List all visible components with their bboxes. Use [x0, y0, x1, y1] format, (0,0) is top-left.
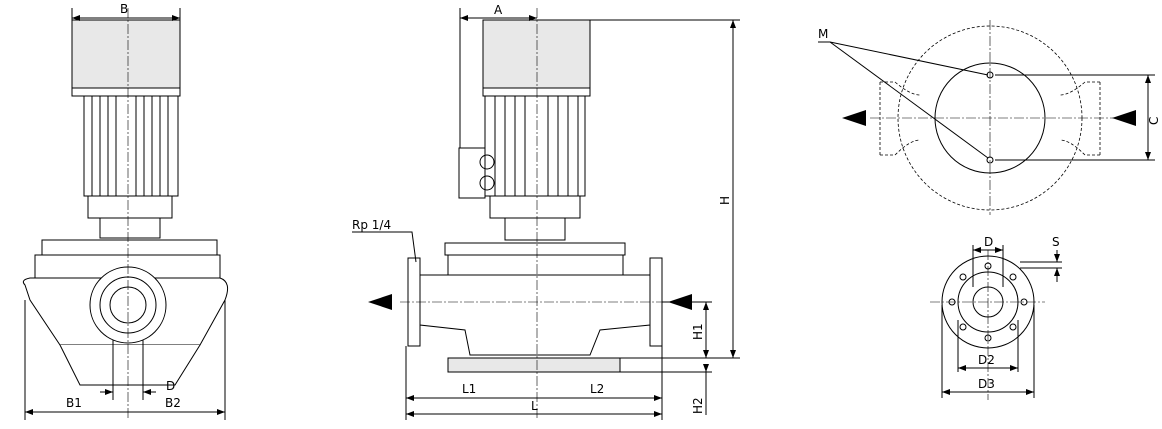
side-view: B B1 B2 D — [22, 2, 229, 420]
dim-label-A: A — [494, 3, 503, 17]
flow-in-arrow-icon-top — [1112, 110, 1136, 126]
dim-label-C: C — [1147, 117, 1161, 125]
dim-label-H: H — [718, 196, 732, 205]
flange-view: D S D2 D3 — [930, 235, 1062, 400]
dim-label-H1: H1 — [691, 323, 705, 340]
label-Rp-1-4: Rp 1/4 — [352, 218, 391, 232]
flow-out-arrow-icon — [368, 294, 392, 310]
motor-body — [83, 95, 179, 197]
dim-label-D-side: D — [166, 379, 175, 393]
base-plate — [447, 357, 621, 373]
dim-label-L: L — [531, 399, 538, 413]
dim-label-D3: D3 — [978, 377, 995, 391]
motor-fan-cover — [71, 19, 181, 91]
dim-label-L1: L1 — [462, 382, 476, 396]
front-view: Rp 1/4 A H H1 H2 L1 L2 L — [352, 3, 740, 420]
flow-out-arrow-icon-top — [842, 110, 866, 126]
terminal-box — [458, 147, 486, 199]
dim-label-L2: L2 — [590, 382, 604, 396]
dim-label-D-flange: D — [984, 235, 993, 249]
dim-label-D2: D2 — [978, 353, 995, 367]
label-M: M — [818, 27, 828, 41]
motor-body-front — [484, 95, 586, 197]
dim-label-B: B — [120, 2, 128, 16]
pump-casing — [419, 274, 651, 356]
dim-label-H2: H2 — [691, 397, 705, 414]
dim-label-B1: B1 — [66, 396, 82, 410]
top-view: M C — [818, 20, 1161, 215]
dim-label-S: S — [1052, 235, 1060, 249]
dim-label-B2: B2 — [165, 396, 181, 410]
